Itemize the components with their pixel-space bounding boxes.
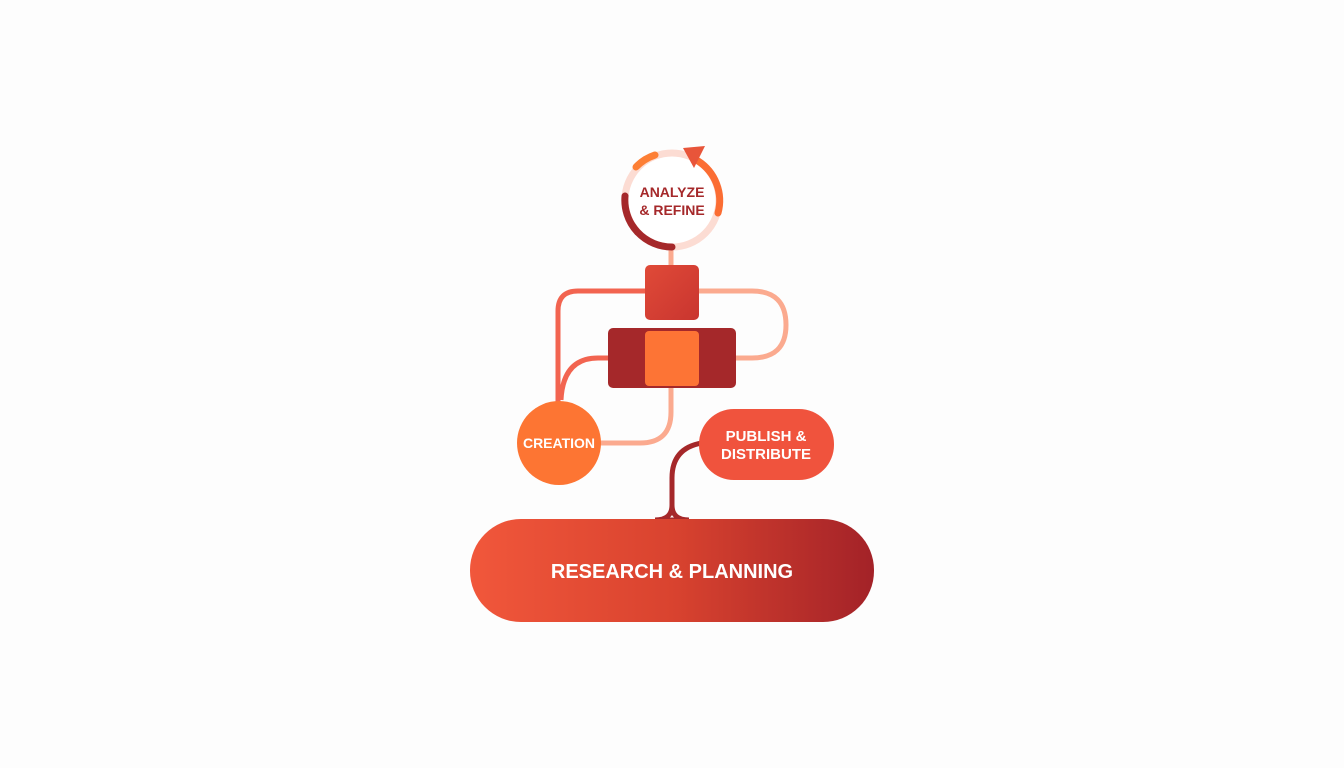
publish-label-line1: PUBLISH & [726, 428, 807, 445]
research-node: RESEARCH & PLANNING [470, 519, 874, 622]
connector-left-inner [558, 355, 608, 401]
creation-node: CREATION [517, 401, 601, 485]
publish-label-line2: DISTRIBUTE [721, 446, 811, 463]
center-block [645, 331, 699, 386]
connector-right-loop [699, 288, 789, 361]
cycle-arc-dark [621, 192, 676, 251]
cycle-arc-orange [694, 157, 724, 217]
analyze-label-line1: ANALYZE [640, 184, 705, 200]
creation-label: CREATION [523, 435, 595, 451]
analyze-refine-cycle: ANALYZE & REFINE [621, 146, 724, 251]
connector-bottom [600, 388, 674, 446]
connector-left-outer [555, 288, 645, 405]
analyze-label-line2: & REFINE [639, 202, 704, 218]
connector-publish-research [654, 440, 703, 523]
cycle-arc-orange-small [632, 151, 659, 171]
cycle-arrowhead-icon [683, 146, 705, 168]
top-block [645, 265, 699, 320]
research-label: RESEARCH & PLANNING [551, 561, 793, 583]
publish-node: PUBLISH & DISTRIBUTE [699, 409, 834, 480]
